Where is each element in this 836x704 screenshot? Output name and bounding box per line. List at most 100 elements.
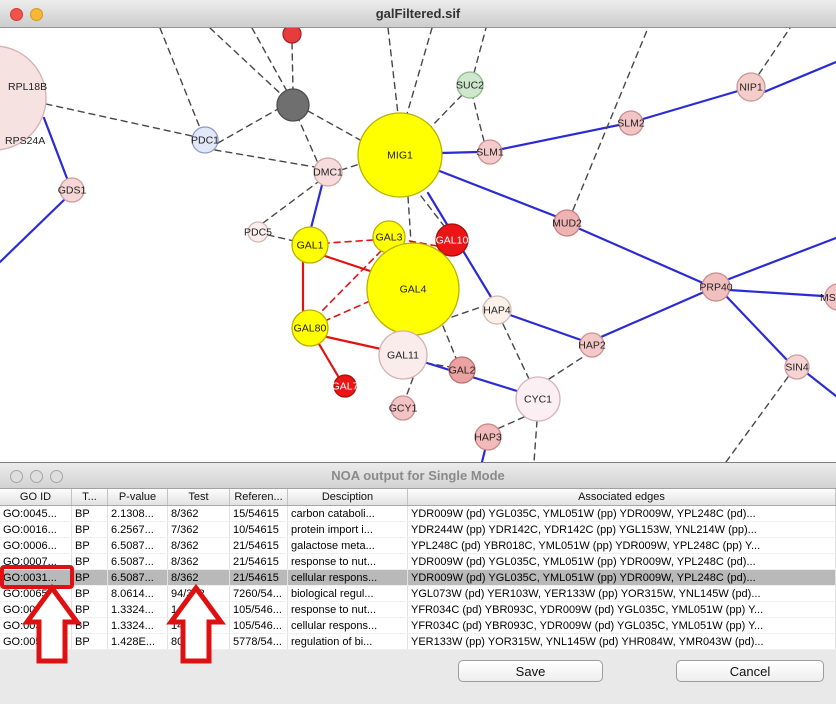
node-label: GAL2 (449, 365, 476, 377)
table-cell: 1.428E... (108, 634, 168, 649)
network-node[interactable] (435, 223, 469, 257)
network-node[interactable] (784, 354, 810, 380)
network-node[interactable] (482, 295, 512, 325)
node-label: SUC2 (456, 80, 484, 92)
minimize-button[interactable] (30, 8, 43, 21)
network-edge (214, 149, 316, 168)
column-header[interactable]: Test (168, 489, 230, 505)
network-node[interactable] (553, 209, 581, 237)
column-header[interactable]: P-value (108, 489, 168, 505)
network-node[interactable] (276, 88, 310, 122)
network-node[interactable] (477, 139, 503, 165)
table-cell: GO:0031... (0, 618, 72, 633)
network-node[interactable] (736, 72, 766, 102)
network-edge (480, 448, 487, 462)
network-edge (578, 227, 705, 285)
network-node[interactable] (291, 226, 329, 264)
table-cell: 1.3324... (108, 602, 168, 617)
table-cell: 21/54615 (230, 538, 288, 553)
save-button[interactable]: Save (458, 660, 603, 682)
network-node[interactable] (313, 157, 343, 187)
node-label: GAL1 (297, 240, 324, 252)
network-node[interactable] (474, 423, 502, 451)
network-edge (473, 28, 487, 74)
zoom-button[interactable] (50, 470, 63, 483)
close-button[interactable] (10, 470, 23, 483)
column-header[interactable]: T... (72, 489, 108, 505)
node-label: HAP4 (483, 305, 511, 317)
table-cell: response to nut... (288, 554, 408, 569)
network-node[interactable] (824, 283, 836, 311)
network-node[interactable] (333, 374, 357, 398)
column-header[interactable]: Referen... (230, 489, 288, 505)
table-cell: 105/546... (230, 602, 288, 617)
network-edge (533, 420, 538, 462)
network-node[interactable] (390, 395, 416, 421)
network-title: galFiltered.sif (375, 6, 461, 21)
table-cell: 21/54615 (230, 570, 288, 585)
table-cell: YFR034C (pd) YBR093C, YDR009W (pd) YGL03… (408, 618, 836, 633)
network-edge (42, 116, 70, 183)
network-node[interactable] (247, 221, 269, 243)
network-edge (502, 323, 530, 380)
network-node[interactable] (378, 330, 428, 380)
network-edge (572, 28, 649, 211)
minimize-button[interactable] (30, 470, 43, 483)
column-header[interactable]: Desciption (288, 489, 408, 505)
network-node[interactable] (291, 309, 329, 347)
column-header[interactable]: GO ID (0, 489, 72, 505)
node-label: GDS1 (58, 185, 87, 197)
network-node[interactable] (448, 356, 476, 384)
network-edge (599, 290, 706, 339)
table-cell: BP (72, 602, 108, 617)
network-node[interactable] (579, 332, 605, 358)
table-cell: protein import i... (288, 522, 408, 537)
network-node[interactable] (357, 112, 443, 198)
node-label: GAL4 (400, 284, 427, 296)
close-button[interactable] (10, 8, 23, 21)
network-edge (209, 28, 284, 97)
network-node[interactable] (59, 177, 85, 203)
network-edge (326, 300, 371, 321)
node-label: CYC1 (524, 394, 552, 406)
noa-titlebar: NOA output for Single Mode (0, 463, 836, 489)
table-cell: YGL073W (pd) YER103W, YER133W (pp) YOR31… (408, 586, 836, 601)
network-edge (325, 335, 383, 351)
table-cell: YDR244W (pp) YDR142C, YDR142C (pp) YGL15… (408, 522, 836, 537)
cancel-button[interactable]: Cancel (676, 660, 824, 682)
network-edge (387, 28, 399, 115)
network-node[interactable] (282, 28, 302, 44)
network-node[interactable] (191, 126, 219, 154)
table-cell: YDR009W (pd) YGL035C, YML051W (pp) YDR00… (408, 554, 836, 569)
network-edge (420, 195, 445, 227)
table-cell: 105/546... (230, 618, 288, 633)
network-node[interactable] (456, 71, 484, 99)
node-label: PDC5 (244, 227, 272, 239)
network-edge (727, 236, 836, 281)
table-cell: 8/362 (168, 570, 230, 585)
network-node[interactable] (701, 272, 731, 302)
table-cell: BP (72, 586, 108, 601)
column-header[interactable]: Associated edges (408, 489, 836, 505)
table-cell: response to nut... (288, 602, 408, 617)
network-edge (291, 42, 294, 91)
node-label: HAP2 (578, 340, 606, 352)
network-edge (451, 305, 485, 318)
network-edge (548, 354, 587, 380)
network-node[interactable] (618, 110, 644, 136)
network-node[interactable] (515, 376, 561, 422)
network-canvas[interactable]: GDS1PDC1DMC1MIG1SUC2SLM1SLM2NIP1MUD2PRP4… (0, 28, 836, 462)
table-cell: 80/362 (168, 634, 230, 649)
node-label: RPL18B (8, 81, 47, 93)
table-cell: YFR034C (pd) YBR093C, YDR009W (pd) YGL03… (408, 602, 836, 617)
network-node[interactable] (0, 45, 47, 151)
